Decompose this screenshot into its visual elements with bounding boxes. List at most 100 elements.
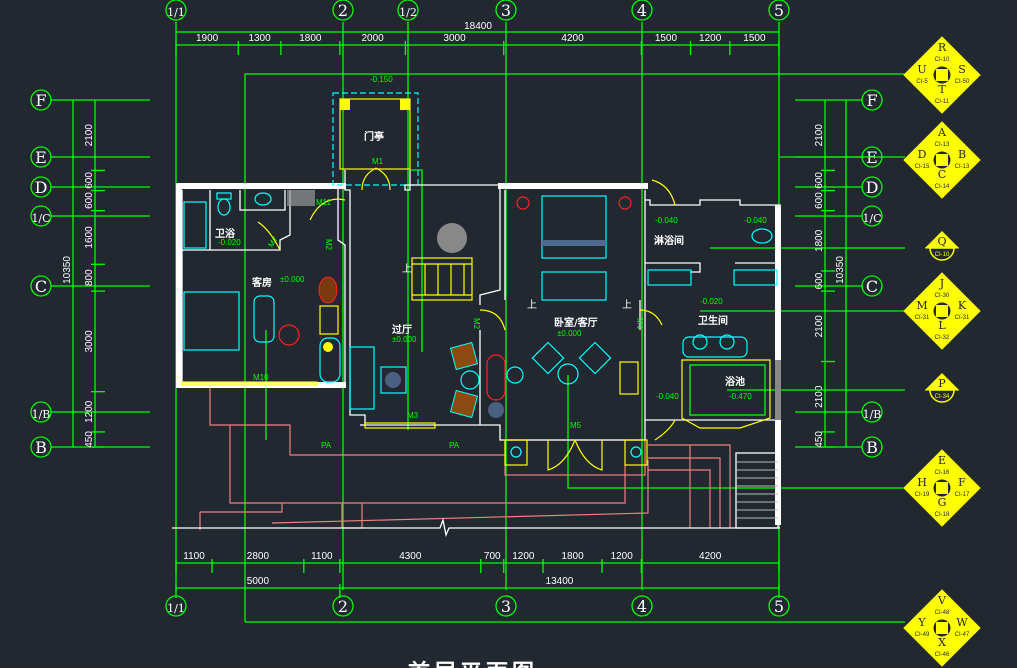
index-sheet-code: CI-48 <box>935 610 950 616</box>
drawing-title: 首层平面图 <box>408 660 538 668</box>
index-sheet-code: CI-32 <box>935 335 950 341</box>
dimension-value: 13400 <box>546 576 574 587</box>
door-label-m2: M2 <box>324 239 333 251</box>
sofa <box>541 271 607 301</box>
index-letter: C <box>938 168 946 181</box>
detail-index-symbol[interactable]: PCI-34 <box>925 373 959 403</box>
index-letter: D <box>918 148 927 161</box>
axis-bubble <box>332 0 354 21</box>
staircase <box>411 257 473 301</box>
dimension-value: 450 <box>84 431 95 448</box>
index-sheet-code: CI-50 <box>955 79 970 85</box>
index-letter: B <box>958 148 966 161</box>
room-label-hall: 过厅 <box>392 323 412 336</box>
index-letter: R <box>938 41 947 54</box>
index-letter: P <box>938 377 946 390</box>
index-symbols: RCI-10UCI-5SCI-50TCI-11ACI-13DCI-15BCI-1… <box>903 36 981 667</box>
elevation-label: -0.040 <box>744 216 767 225</box>
index-letter: W <box>956 616 968 629</box>
leader-lines <box>244 73 905 623</box>
dimension-total: 10350 <box>835 256 846 284</box>
dimension-value: 1200 <box>84 400 95 423</box>
axis-label: 3 <box>501 1 511 20</box>
axis-label: 5 <box>774 1 784 20</box>
index-letter: X <box>938 636 946 649</box>
dimension-total: 18400 <box>464 21 492 32</box>
dimension-value: 600 <box>814 272 825 289</box>
dimension-value: 4300 <box>399 551 422 562</box>
axis-bubble <box>861 89 883 111</box>
bathtub-fixture <box>183 201 207 249</box>
axis-bubble <box>165 0 187 21</box>
elevation-label: -0.470 <box>729 392 752 401</box>
dimension-value: 600 <box>84 192 95 209</box>
drainage-pipes <box>199 388 731 530</box>
bed <box>183 291 240 351</box>
sofa <box>349 346 375 410</box>
index-letter: Q <box>937 235 946 248</box>
index-sheet-code: CI-10 <box>935 252 950 258</box>
dimension-value: 600 <box>84 172 95 189</box>
elevation-label: ±0.000 <box>280 275 305 284</box>
sink <box>254 192 272 206</box>
axis-label: B <box>866 438 878 457</box>
axis-bubble <box>631 0 653 21</box>
dimension-value: 1600 <box>84 226 95 249</box>
elevation-label: ±0.000 <box>557 329 582 338</box>
index-letter: T <box>938 83 946 96</box>
detail-index-symbol[interactable]: Q CI-10 <box>925 231 959 261</box>
axis-bubble <box>861 205 883 227</box>
dimension-value: 2100 <box>814 315 825 338</box>
index-letter: F <box>958 476 966 489</box>
dimension-value: 4200 <box>561 33 584 44</box>
dimension-value: 1100 <box>311 551 333 562</box>
index-sheet-code: CI-30 <box>935 293 950 299</box>
room-label-washroom: 卫生间 <box>698 314 728 327</box>
pipe-label: PA <box>449 441 460 450</box>
index-sheet-code: CI-31 <box>955 315 970 321</box>
dimension-value: 2000 <box>362 33 385 44</box>
index-letter: G <box>938 496 947 509</box>
leader-line <box>410 169 423 352</box>
room-label-bedroom: 卧室/客厅 <box>554 316 598 329</box>
doors <box>181 167 676 471</box>
elevation-label: -0.020 <box>218 238 241 247</box>
index-letter: K <box>958 299 967 312</box>
dimension-value: 2100 <box>84 124 95 147</box>
stair-up-label: 上 <box>527 299 537 311</box>
axis-label: F <box>35 91 46 110</box>
axis-label: 1/C <box>31 212 50 225</box>
index-sheet-code: CI-15 <box>915 164 930 170</box>
dimension-value: 1500 <box>655 33 678 44</box>
dimension-value: 3000 <box>84 330 95 353</box>
axis-bubble <box>30 89 52 111</box>
axis-label: 1/B <box>32 408 51 421</box>
elevation-label: ±0.000 <box>392 335 417 344</box>
index-letter: E <box>938 454 946 467</box>
dimension-value: 2100 <box>814 124 825 147</box>
dimension-value: 1200 <box>699 33 722 44</box>
axis-label: B <box>35 438 47 457</box>
axis-bubble <box>495 0 517 21</box>
index-letter: L <box>938 319 946 332</box>
pipe-label: PA <box>321 441 332 450</box>
double-bed <box>541 195 607 259</box>
axis-bubble <box>861 436 883 458</box>
dimension-value: 700 <box>484 551 501 562</box>
room-label-bathroom: 卫浴 <box>215 227 236 240</box>
axis-label: 3 <box>501 597 511 616</box>
axis-label: C <box>35 277 47 296</box>
door-label-m2: M2 <box>472 318 481 330</box>
dimension-value: 800 <box>84 269 95 286</box>
axis-bubble <box>861 176 883 198</box>
axis-bubble <box>332 595 354 617</box>
axis-label: D <box>866 178 879 197</box>
axis-bubble <box>30 401 52 423</box>
